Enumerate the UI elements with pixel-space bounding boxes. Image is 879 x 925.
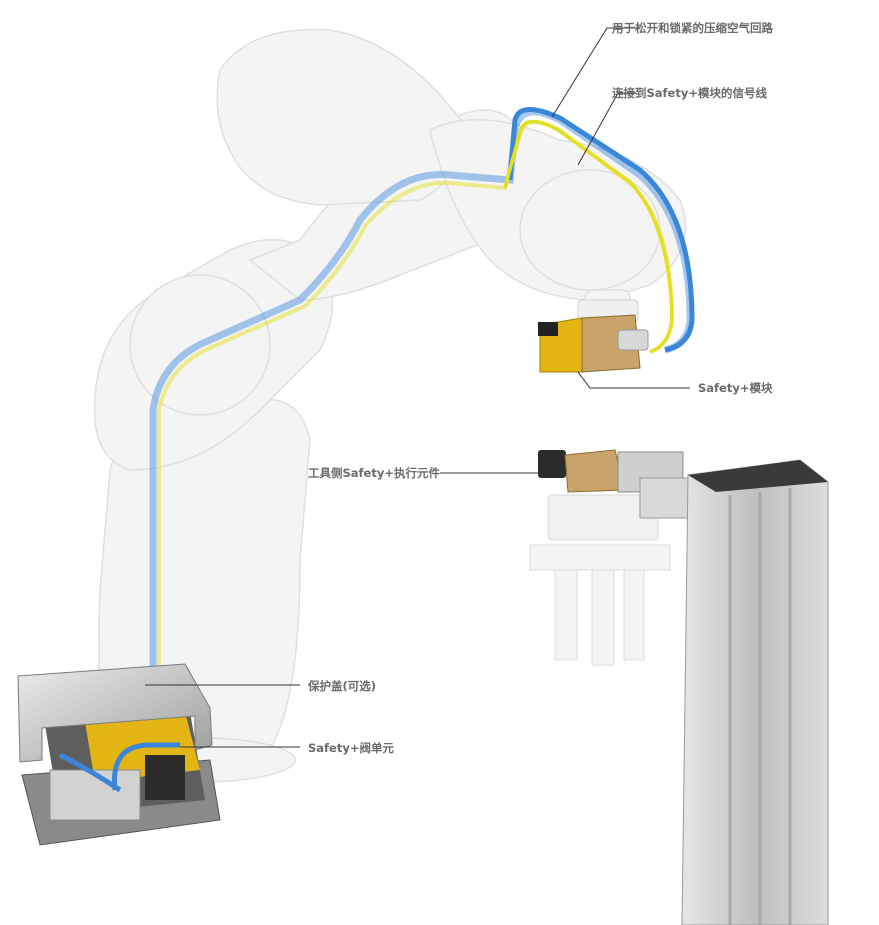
leader-air — [551, 27, 636, 118]
leader-signal — [577, 92, 636, 166]
leader-lines — [145, 27, 690, 748]
signal-cable-external — [503, 119, 674, 354]
label-valve-unit: Safety+阀单元 — [308, 741, 394, 755]
label-tool-side-actuator: 工具侧Safety+执行元件 — [308, 466, 440, 480]
safety-module-illustration — [538, 299, 649, 373]
profile-column-illustration — [681, 459, 829, 925]
label-safety-module: Safety+模块 — [698, 381, 773, 395]
label-signal-line: 连接到Safety+模块的信号线 — [612, 86, 767, 100]
label-protective-cover: 保护盖(可选) — [308, 679, 377, 693]
valve-unit-illustration — [17, 663, 221, 846]
air-hose-external — [507, 107, 695, 353]
leader-module — [577, 371, 690, 389]
tool-gripper-illustration — [529, 449, 696, 666]
label-air-circuit: 用于松开和锁紧的压缩空气回路 — [612, 21, 773, 35]
protective-cover-illustration — [17, 663, 213, 763]
cable-routing — [149, 107, 695, 670]
